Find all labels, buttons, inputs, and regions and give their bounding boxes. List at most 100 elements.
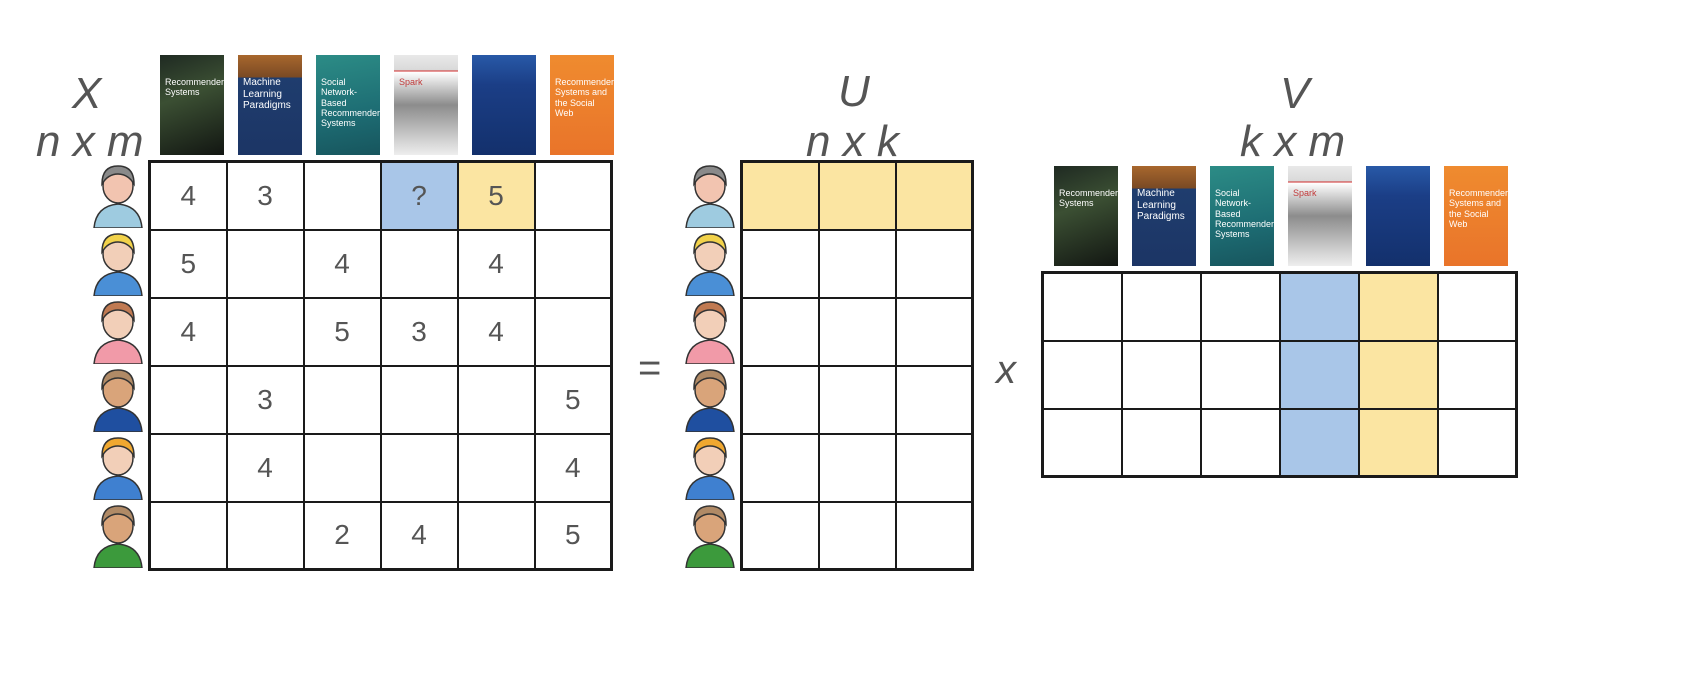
multiply-sign: x <box>996 348 1016 392</box>
matrix-row <box>1041 407 1518 478</box>
u-cell <box>894 228 974 299</box>
x-matrix-title: X <box>72 69 102 118</box>
user-woman-brown-hair-icon <box>682 298 738 365</box>
rating-cell <box>225 228 305 299</box>
matrix-row <box>1041 339 1518 410</box>
v-cell <box>1278 271 1360 342</box>
rating-cell <box>148 364 228 435</box>
rating-cell: ? <box>379 160 459 231</box>
v-cell <box>1041 271 1123 342</box>
rating-cell: 4 <box>456 296 536 367</box>
book-title: Spark <box>399 77 423 87</box>
matrix-row <box>1041 271 1518 342</box>
matrix-row <box>740 228 974 299</box>
rating-cell <box>533 228 613 299</box>
rating-cell <box>533 296 613 367</box>
u-cell <box>740 432 820 503</box>
u-matrix-title: U <box>838 67 870 116</box>
matrix-row <box>740 296 974 367</box>
book-cover-social-network: Social Network-Based Recommender Systems <box>1210 166 1274 266</box>
u-cell <box>740 228 820 299</box>
rating-cell: 3 <box>225 160 305 231</box>
rating-cell <box>225 500 305 571</box>
u-matrix-dims: n x k <box>806 117 899 166</box>
book-cover-ml-paradigms: Machine Learning Paradigms <box>238 55 302 155</box>
u-cell <box>740 500 820 571</box>
book-title: Recommender Systems and the Social Web <box>1449 188 1508 230</box>
rating-cell <box>533 160 613 231</box>
u-cell <box>894 364 974 435</box>
rating-cell: 4 <box>533 432 613 503</box>
v-cell <box>1120 407 1202 478</box>
user-woman-brown-hair-icon <box>90 298 146 365</box>
book-title: Machine Learning Paradigms <box>243 77 291 111</box>
u-cell <box>740 296 820 367</box>
rating-cell <box>302 160 382 231</box>
u-cell <box>817 500 897 571</box>
u-cell <box>740 160 820 231</box>
rating-cell <box>148 500 228 571</box>
book-title: Recommender Systems and the Social Web <box>555 77 614 119</box>
rating-cell <box>379 432 459 503</box>
u-cell <box>817 364 897 435</box>
rating-cell: 3 <box>225 364 305 435</box>
book-title: Recommender Systems <box>165 77 224 98</box>
user-man-green-icon <box>90 502 146 569</box>
rating-cell: 4 <box>148 160 228 231</box>
rating-cell: 4 <box>456 228 536 299</box>
rating-cell <box>302 432 382 503</box>
rating-cell: 3 <box>379 296 459 367</box>
rating-cell: 5 <box>533 500 613 571</box>
book-cover-spark: Spark <box>1288 166 1352 266</box>
v-cell <box>1120 271 1202 342</box>
rating-cell: 2 <box>302 500 382 571</box>
user-man-suit-icon <box>90 366 146 433</box>
v-cell <box>1199 271 1281 342</box>
rating-cell: 5 <box>148 228 228 299</box>
v-cell <box>1041 407 1123 478</box>
book-title: Social Network-Based Recommender Systems <box>321 77 380 129</box>
rating-cell <box>456 500 536 571</box>
v-cell <box>1199 339 1281 410</box>
rating-cell: 4 <box>225 432 305 503</box>
user-man-green-icon <box>682 502 738 569</box>
book-title: Spark <box>1293 188 1317 198</box>
matrix-row <box>740 500 974 571</box>
book-cover-social-web: Recommender Systems and the Social Web <box>550 55 614 155</box>
u-factor-matrix <box>740 160 974 571</box>
v-cell <box>1357 407 1439 478</box>
book-title: Recommender Systems <box>1059 188 1118 209</box>
rating-cell: 4 <box>379 500 459 571</box>
u-cell <box>817 296 897 367</box>
rating-cell <box>148 432 228 503</box>
v-cell <box>1278 407 1360 478</box>
matrix-row <box>740 160 974 231</box>
rating-cell <box>225 296 305 367</box>
book-cover-recommender-systems: Recommender Systems <box>160 55 224 155</box>
book-cover-social-web: Recommender Systems and the Social Web <box>1444 166 1508 266</box>
user-woman-gray-hair-icon <box>90 162 146 229</box>
rating-cell <box>456 432 536 503</box>
u-user-avatars <box>682 162 742 570</box>
rating-cell <box>456 364 536 435</box>
rating-cell: 5 <box>302 296 382 367</box>
user-woman-blonde-icon <box>90 434 146 501</box>
v-factor-matrix <box>1041 271 1518 478</box>
v-cell <box>1436 271 1518 342</box>
x-book-covers: Recommender Systems Machine Learning Para… <box>160 55 614 155</box>
rating-cell: 4 <box>148 296 228 367</box>
book-cover-recommender-systems: Recommender Systems <box>1054 166 1118 266</box>
v-matrix-title: V <box>1280 69 1310 118</box>
book-cover-blue <box>1366 166 1430 266</box>
user-man-blond-icon <box>90 230 146 297</box>
u-cell <box>894 500 974 571</box>
user-woman-blonde-icon <box>682 434 738 501</box>
user-man-blond-icon <box>682 230 738 297</box>
u-cell <box>817 228 897 299</box>
x-user-avatars <box>90 162 150 570</box>
